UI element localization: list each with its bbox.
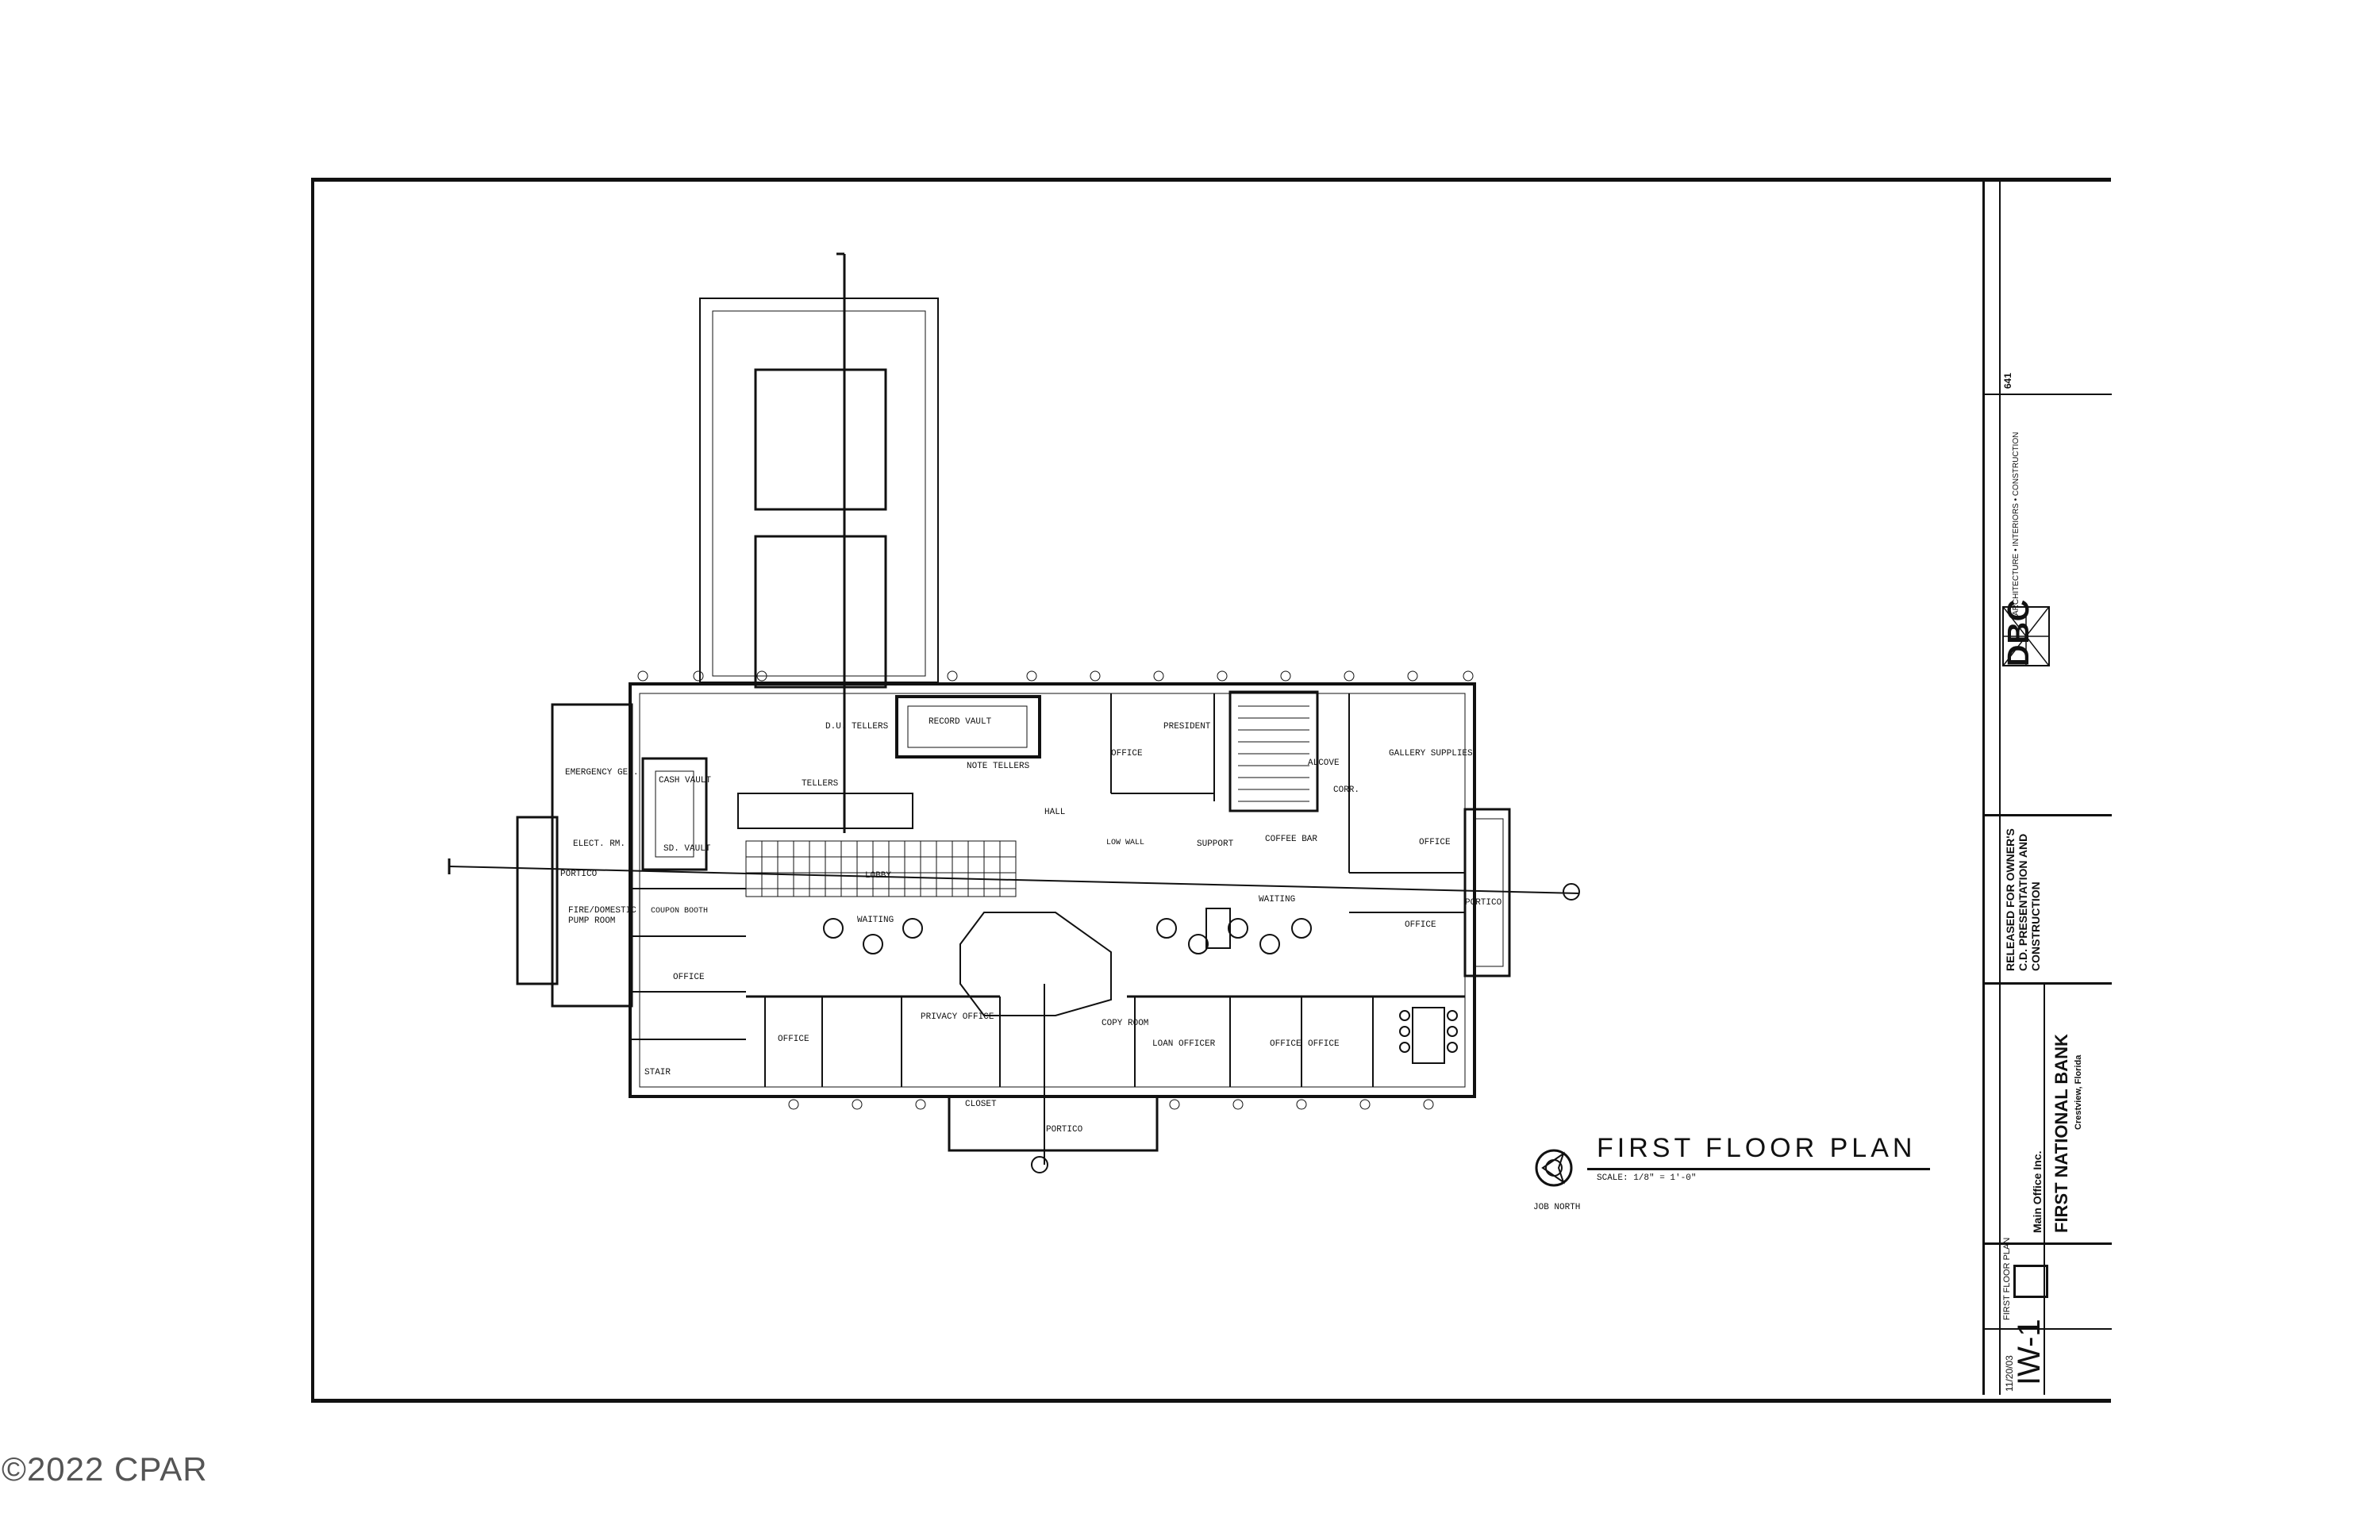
room-office-top: OFFICE	[1111, 749, 1143, 758]
release-note: RELEASED FOR OWNER'S C.D. PRESENTATION A…	[2004, 828, 2042, 971]
room-support: SUPPORT	[1197, 839, 1234, 849]
room-loan-officer: LOAN OFFICER	[1152, 1039, 1216, 1049]
room-pump-room: PUMP ROOM	[568, 916, 615, 926]
room-office-bottom-1: OFFICE	[778, 1035, 809, 1044]
room-copy-room: COPY ROOM	[1102, 1019, 1148, 1028]
room-office-bottom-2: OFFICE	[1270, 1039, 1302, 1049]
room-du-tellers: D.U. TELLERS	[825, 722, 889, 732]
job-north-label: JOB NORTH	[1533, 1203, 1581, 1212]
room-note-tellers: NOTE TELLERS	[967, 762, 1030, 771]
room-office-right: OFFICE	[1405, 920, 1436, 930]
firm-tagline: ARCHITECTURE • INTERIORS • CONSTRUCTION	[2012, 432, 2021, 616]
project-subtitle: Main Office Inc.	[2031, 1150, 2044, 1233]
room-office-upper-right: OFFICE	[1419, 838, 1451, 847]
north-arrow-icon	[1535, 1149, 1573, 1187]
plan-scale: SCALE: 1/8" = 1'-0"	[1597, 1173, 1697, 1183]
building-outline	[629, 682, 1476, 1098]
room-hall: HALL	[1044, 808, 1065, 817]
label-low-wall: LOW WALL	[1106, 839, 1144, 847]
plan-title-underline	[1587, 1168, 1930, 1170]
room-waiting-right: WAITING	[1259, 895, 1295, 904]
firm-logo-icon	[2002, 606, 2050, 666]
room-emergency-gen: EMERGENCY GEN.	[565, 768, 638, 778]
room-privacy-office: PRIVACY OFFICE	[921, 1012, 994, 1022]
room-alcove: ALCOVE	[1308, 758, 1340, 768]
room-stair: STAIR	[644, 1068, 671, 1077]
room-corr: CORR.	[1333, 785, 1359, 795]
room-tellers: TELLERS	[802, 779, 839, 789]
room-office-bottom-3: OFFICE	[1308, 1039, 1340, 1049]
room-waiting-left: WAITING	[857, 916, 894, 925]
job-number: 641	[2002, 372, 2013, 389]
room-closet: CLOSET	[965, 1100, 997, 1109]
room-gallery-supplies: GALLERY SUPPLIES	[1389, 749, 1473, 758]
title-block: DBC ARCHITECTURE • INTERIORS • CONSTRUCT…	[1982, 178, 2112, 1395]
room-lobby: LOBBY	[865, 871, 891, 881]
room-coffee-bar: COFFEE BAR	[1265, 835, 1317, 844]
room-fire-domestic: FIRE/DOMESTIC	[568, 906, 636, 916]
project-name: FIRST NATIONAL BANK	[2051, 1034, 2071, 1233]
project-location: Crestview, Florida	[2074, 1054, 2083, 1130]
room-portico-left: PORTICO	[560, 870, 598, 879]
copyright-watermark: ©2022 CPAR	[2, 1450, 208, 1488]
room-portico-right: PORTICO	[1465, 898, 1502, 908]
drawing-title: FIRST FLOOR PLAN	[2002, 1237, 2012, 1320]
room-cash-vault: CASH VAULT	[659, 776, 711, 785]
drive-thru-canopy	[699, 298, 939, 683]
room-president: PRESIDENT	[1163, 722, 1211, 732]
drawing-sheet-border	[311, 178, 2111, 1403]
sheet-number: IW-1	[2012, 1319, 2047, 1385]
room-portico-bottom: PORTICO	[1046, 1125, 1083, 1135]
project-logo-icon	[2013, 1265, 2048, 1298]
room-office-left: OFFICE	[673, 973, 705, 982]
room-elect-rm: ELECT. RM.	[573, 839, 625, 849]
room-sd-vault: SD. VAULT	[663, 844, 711, 854]
room-record-vault: RECORD VAULT	[929, 717, 992, 727]
room-coupon-booth: COUPON BOOTH	[651, 907, 708, 916]
plan-title: FIRST FLOOR PLAN	[1597, 1133, 1917, 1163]
